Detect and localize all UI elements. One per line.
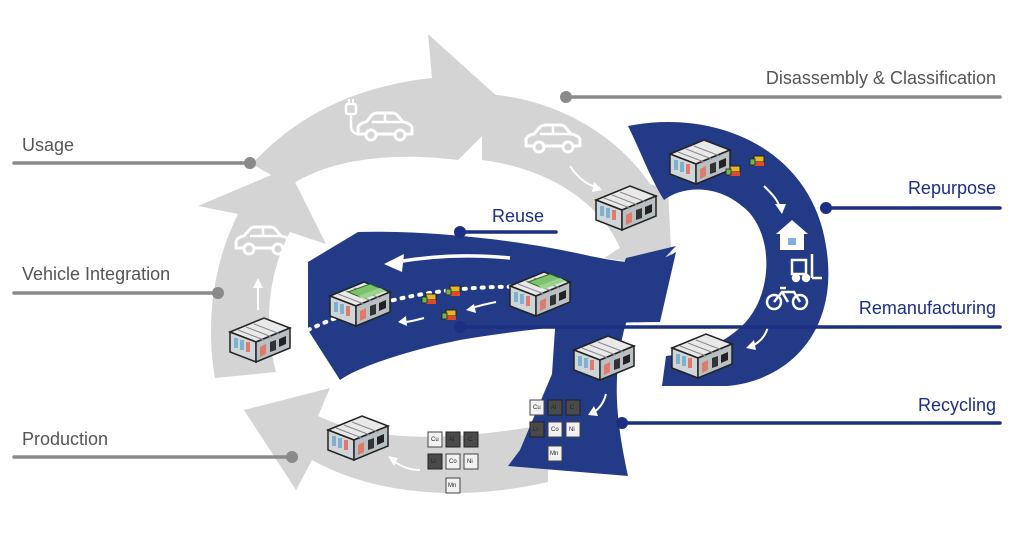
production-leader-dot — [286, 451, 298, 463]
arrow-icon — [466, 304, 476, 313]
leader-lines — [12, 91, 1002, 463]
reuse-label: Reuse — [492, 206, 545, 226]
bicycle-icon — [765, 286, 809, 311]
production-arrow — [244, 388, 548, 493]
usage-label: Usage — [22, 135, 75, 155]
usage-arrow — [252, 34, 510, 186]
element-symbol: Co — [551, 427, 559, 433]
recycling-leader-dot — [616, 417, 628, 429]
element-symbol: Mn — [550, 451, 558, 457]
element-symbol: Li — [431, 459, 436, 465]
element-symbol: C — [468, 437, 473, 443]
vehicle-integration-arrow — [198, 168, 326, 378]
reuse-leader-dot — [454, 226, 466, 238]
arrow-icon — [253, 278, 263, 288]
element-symbol: Al — [449, 437, 454, 443]
element-symbol: Ni — [569, 427, 575, 433]
usage-leader-dot — [244, 157, 256, 169]
remanufacturing-label: Remanufacturing — [858, 298, 996, 318]
element-tiles-recycling: Cu Al C Li Co Ni Mn — [529, 399, 581, 462]
arrow-icon — [746, 340, 756, 350]
arrow-icon — [388, 456, 398, 466]
element-tiles-production: Cu Al C Li Co Ni Mn — [427, 431, 479, 494]
vehicle-integration-leader-dot — [212, 287, 224, 299]
disassembly-leader-dot — [560, 91, 572, 103]
arrow-icon — [592, 182, 602, 192]
element-symbol: Li — [533, 427, 538, 433]
repurpose-label: Repurpose — [907, 178, 996, 198]
forklift-icon — [790, 254, 822, 283]
element-symbol: Mn — [448, 483, 456, 489]
element-symbol: Cu — [431, 437, 439, 443]
vehicle-integration-label: Vehicle Integration — [22, 264, 171, 284]
arrow-icon — [775, 204, 786, 214]
house-icon — [776, 220, 808, 250]
repurpose-remanufacture-arrow — [628, 122, 829, 386]
disassembly-classification-label: Disassembly & Classification — [765, 68, 996, 88]
element-symbol: Co — [449, 459, 457, 465]
recycling-label: Recycling — [917, 395, 996, 415]
element-symbol: Al — [551, 405, 556, 411]
arrow-icon — [588, 406, 598, 416]
reuse-direction-arrow-icon — [384, 254, 511, 272]
arrow-icon — [398, 316, 407, 326]
element-symbol: C — [570, 405, 575, 411]
remanufacturing-leader-dot — [454, 321, 466, 333]
element-symbol: Ni — [467, 459, 473, 465]
element-symbol: Cu — [533, 405, 541, 411]
repurpose-leader-dot — [820, 202, 832, 214]
production-label: Production — [22, 429, 109, 449]
